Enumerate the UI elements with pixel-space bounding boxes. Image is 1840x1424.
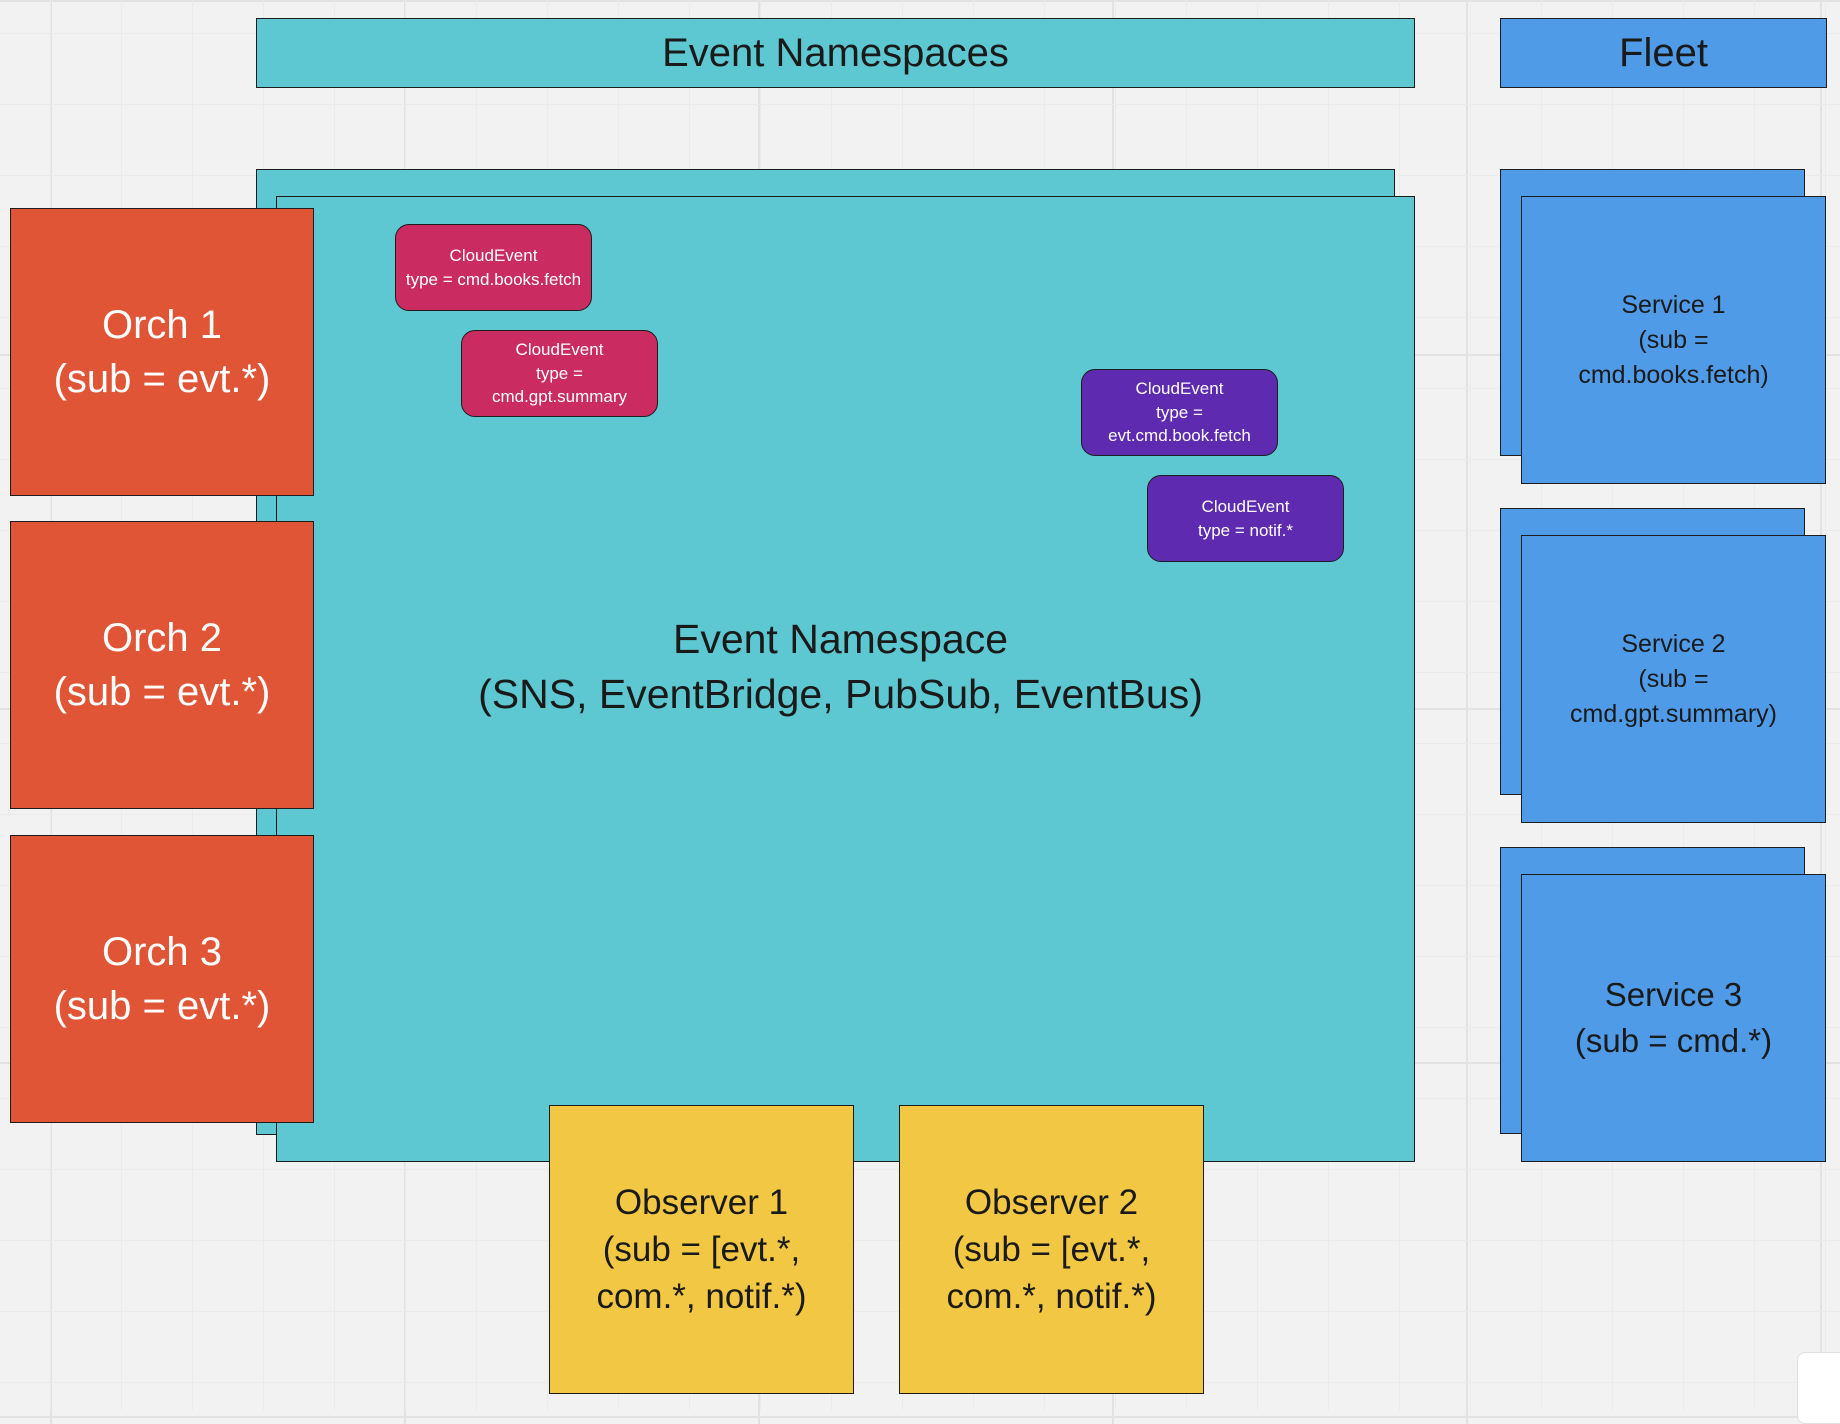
observer-2[interactable]: Observer 2 (sub = [evt.*, com.*, notif.*… (899, 1105, 1204, 1394)
observer-label: Observer 1 (sub = [evt.*, com.*, notif.*… (596, 1182, 807, 1317)
event-namespace[interactable]: Event Namespace (SNS, EventBridge, PubSu… (276, 196, 1415, 1162)
cloud-event-label: CloudEvent type = cmd.books.fetch (405, 246, 582, 289)
orch-label: Orch 2 (sub = evt.*) (53, 616, 271, 714)
fleet-header-label: Fleet (1619, 31, 1708, 75)
orch-2[interactable]: Orch 2 (sub = evt.*) (10, 521, 314, 809)
observer-1[interactable]: Observer 1 (sub = [evt.*, com.*, notif.*… (549, 1105, 854, 1394)
fleet-header[interactable]: Fleet (1500, 18, 1827, 88)
cloud-event-evt-cmd-book-fetch[interactable]: CloudEvent type = evt.cmd.book.fetch (1081, 369, 1278, 456)
event-namespace-label: Event Namespace (SNS, EventBridge, PubSu… (478, 616, 1203, 717)
cloud-event-label: CloudEvent type = cmd.gpt.summary (491, 340, 628, 407)
service-2[interactable]: Service 2 (sub = cmd.gpt.summary) (1521, 535, 1826, 823)
service-label: Service 3 (sub = cmd.*) (1574, 975, 1773, 1059)
orch-label: Orch 3 (sub = evt.*) (53, 930, 271, 1028)
corner-panel-tab[interactable] (1797, 1352, 1840, 1424)
service-3[interactable]: Service 3 (sub = cmd.*) (1521, 874, 1826, 1162)
cloud-event-cmd-books-fetch[interactable]: CloudEvent type = cmd.books.fetch (395, 224, 592, 311)
cloud-event-cmd-gpt-summary[interactable]: CloudEvent type = cmd.gpt.summary (461, 330, 658, 417)
cloud-event-label: CloudEvent type = evt.cmd.book.fetch (1108, 379, 1251, 446)
orch-label: Orch 1 (sub = evt.*) (53, 303, 271, 401)
orch-1[interactable]: Orch 1 (sub = evt.*) (10, 208, 314, 496)
service-label: Service 1 (sub = cmd.books.fetch) (1578, 290, 1769, 389)
orch-3[interactable]: Orch 3 (sub = evt.*) (10, 835, 314, 1123)
observer-label: Observer 2 (sub = [evt.*, com.*, notif.*… (946, 1182, 1157, 1317)
service-label: Service 2 (sub = cmd.gpt.summary) (1570, 629, 1777, 728)
event-namespaces-header[interactable]: Event Namespaces (256, 18, 1415, 88)
cloud-event-notif[interactable]: CloudEvent type = notif.* (1147, 475, 1344, 562)
event-namespaces-header-label: Event Namespaces (662, 31, 1009, 75)
cloud-event-label: CloudEvent type = notif.* (1198, 497, 1293, 540)
service-1[interactable]: Service 1 (sub = cmd.books.fetch) (1521, 196, 1826, 484)
